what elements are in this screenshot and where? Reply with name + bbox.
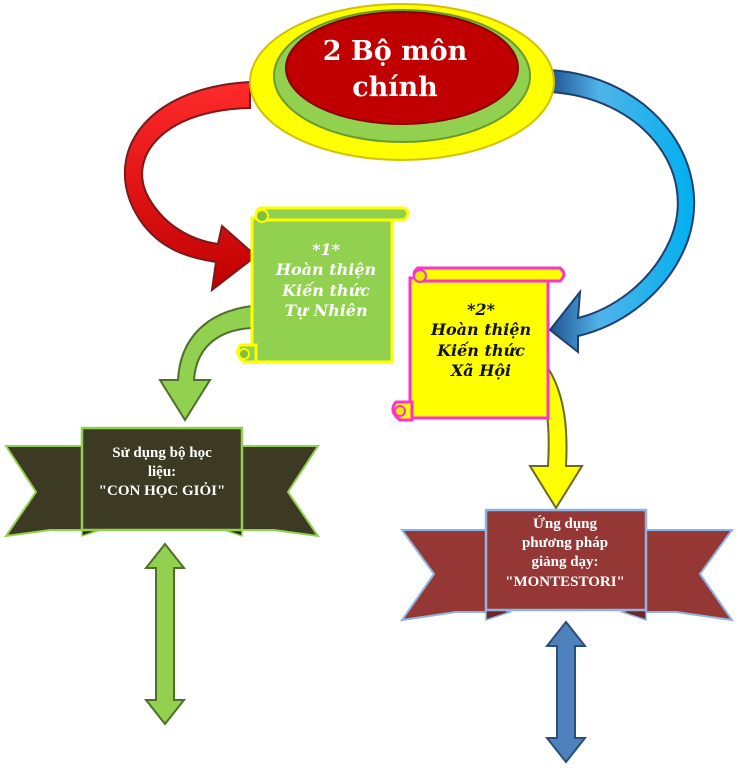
scroll-social-line2: Kiến thức: [437, 340, 525, 360]
curved-arrow-right: [547, 68, 696, 355]
scroll-social-label: *2* Hoàn thiện Kiến thức Xã Hội: [420, 300, 542, 382]
banner-right-line1: Ứng dụng: [532, 516, 598, 532]
scroll-social-line1: Hoàn thiện: [430, 320, 532, 340]
scroll-natural-line3: Tự Nhiên: [284, 301, 368, 321]
scroll-social-line3: Xã Hội: [450, 361, 512, 381]
scroll-natural-number: *1*: [312, 240, 340, 259]
double-arrow-left: [143, 542, 187, 726]
scroll-natural-line2: Kiến thức: [282, 280, 370, 300]
banner-right: [399, 508, 735, 622]
banner-right-line3: giảng dạy:: [531, 554, 599, 571]
curved-arrow-left: [123, 80, 258, 293]
banner-left: [3, 426, 321, 538]
banner-left-line3: "CON HỌC GIỎI": [98, 483, 226, 500]
banner-left-label: Sử dụng bộ học liệu: "CON HỌC GIỎI": [82, 444, 242, 502]
scroll-natural: [236, 206, 410, 364]
double-arrow-right: [544, 620, 588, 764]
banner-left-line2: liệu:: [147, 464, 177, 481]
hub-title-line2: chính: [352, 72, 438, 104]
scroll-social-number: *2*: [467, 300, 495, 319]
banner-right-line2: phương pháp: [521, 535, 609, 552]
banner-left-line1: Sử dụng bộ học: [112, 445, 212, 461]
hub-core: [285, 11, 519, 125]
scroll-natural-line1: Hoàn thiện: [275, 260, 377, 280]
banner-right-line4: "MONTESTORI": [505, 573, 625, 590]
scroll-social: [391, 266, 566, 422]
banner-right-label: Ứng dụng phương pháp giảng dạy: "MONTEST…: [485, 515, 645, 592]
scroll-natural-label: *1* Hoàn thiện Kiến thức Tự Nhiên: [262, 240, 390, 322]
hub-title-line1: 2 Bộ môn: [322, 36, 468, 67]
down-arrow-natural: [158, 304, 253, 422]
hub-title: 2 Bộ môn chính: [300, 34, 490, 107]
